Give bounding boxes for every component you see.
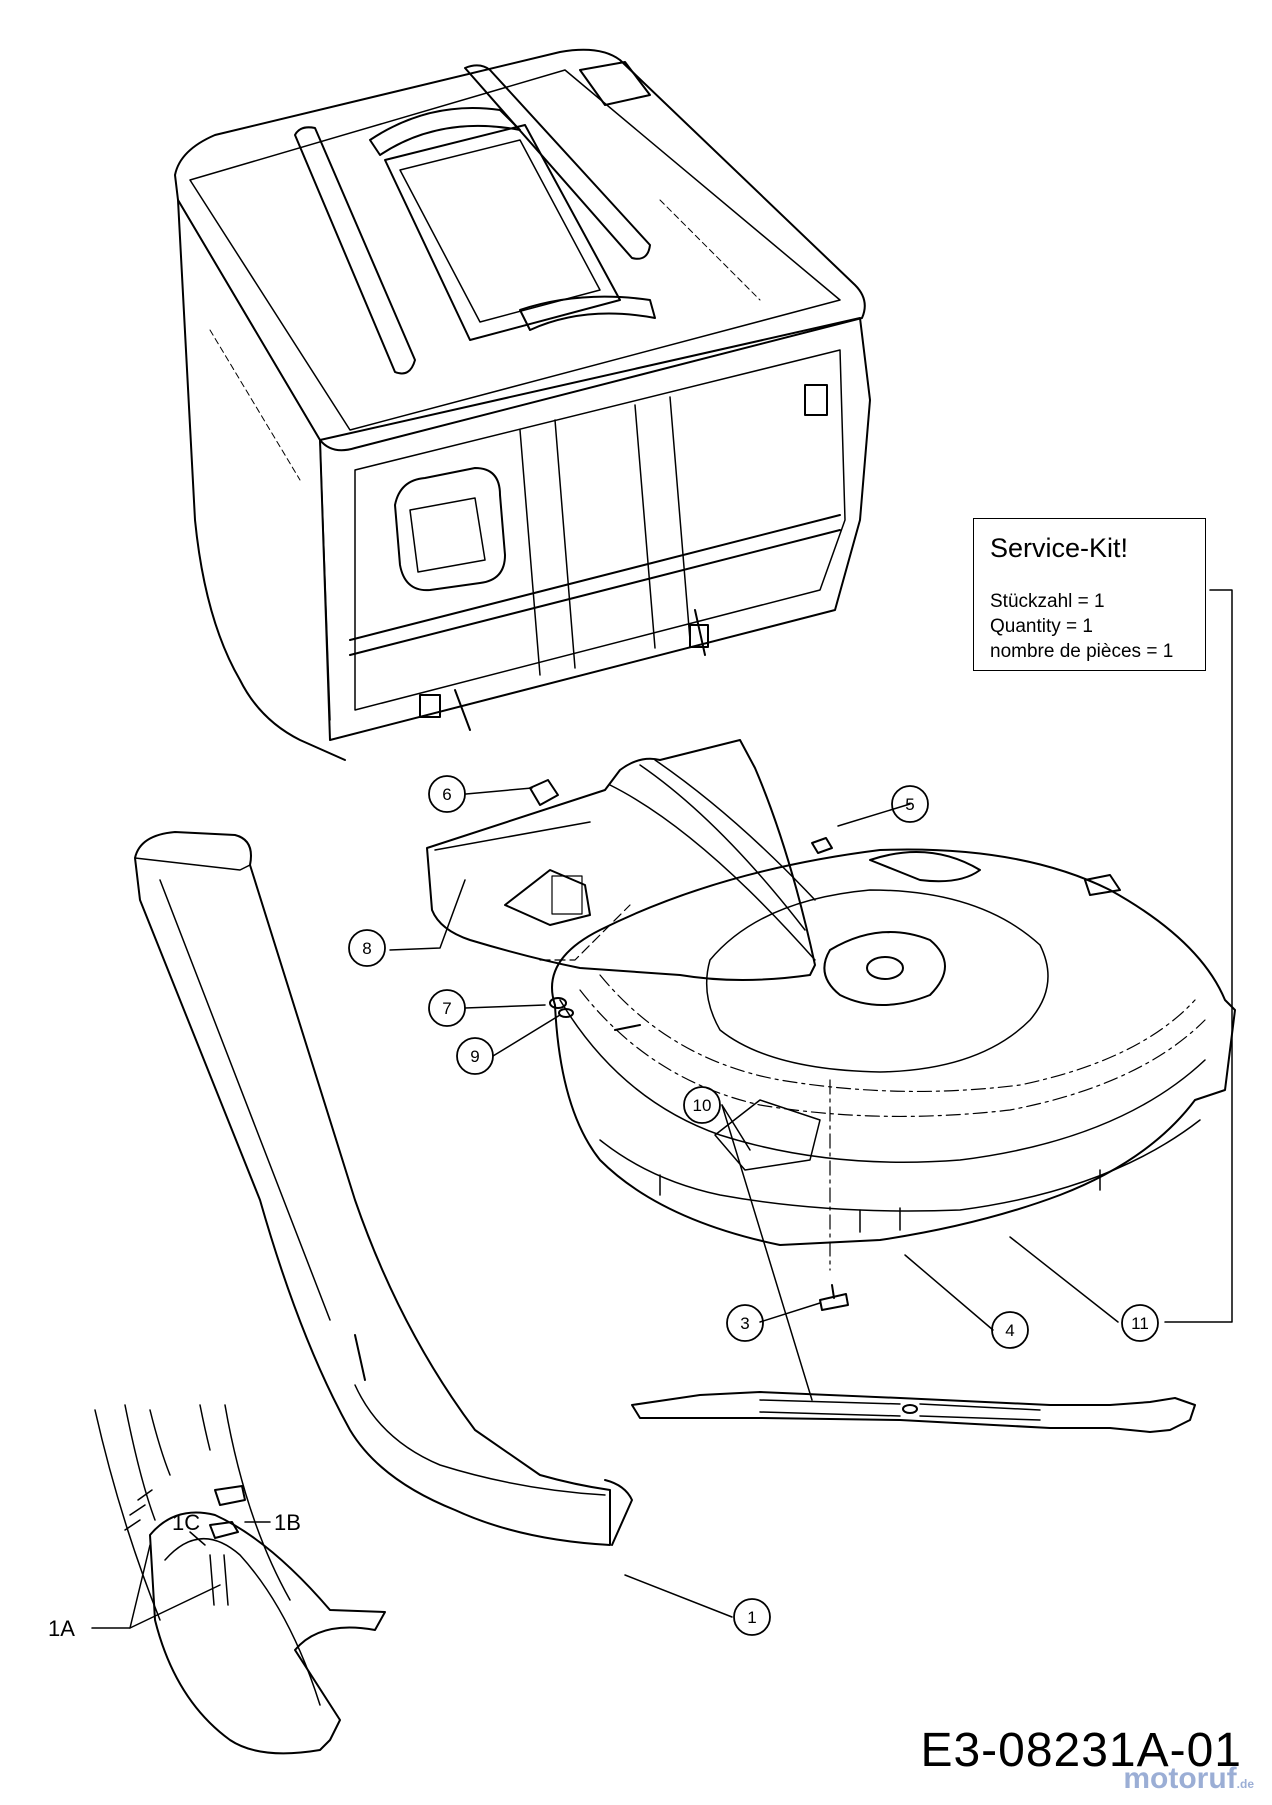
callout-10-circle <box>683 1086 721 1124</box>
fasteners <box>549 997 849 1311</box>
service-kit-quantity-en: Quantity = 1 <box>990 616 1093 637</box>
deflector-chute <box>134 831 633 1546</box>
callout-6-circle <box>428 775 466 813</box>
chute-mounting-detail <box>94 1404 386 1755</box>
service-kit-quantity-fr: nombre de pièces = 1 <box>990 641 1174 662</box>
callout-1-circle <box>733 1598 771 1636</box>
callout-8: 8 <box>362 939 371 958</box>
callout-10: 10 <box>693 1096 712 1115</box>
service-kit-title: Service-Kit! <box>990 533 1129 563</box>
leader-lines <box>91 589 1233 1629</box>
callout-9: 9 <box>470 1047 479 1066</box>
callout-11-circle <box>1121 1304 1159 1342</box>
callout-7-circle <box>428 989 466 1027</box>
callout-9-circle <box>456 1037 494 1075</box>
drawing-number: E3-08231A-01 <box>920 1724 1242 1777</box>
callout-7: 7 <box>442 999 451 1018</box>
callout-4: 4 <box>1005 1321 1014 1340</box>
callout-numbers: 1 3 4 5 6 7 8 9 10 11 <box>362 785 1149 1627</box>
mower-deck <box>539 837 1236 1271</box>
watermark-tld: .de <box>1236 1777 1254 1791</box>
detail-labels: 1A 1B 1C <box>48 1510 301 1641</box>
watermark-text: motoruf <box>1123 1762 1237 1795</box>
callout-3-circle <box>726 1304 764 1342</box>
mower-blade <box>631 1391 1196 1433</box>
callout-6: 6 <box>442 785 451 804</box>
callout-5: 5 <box>905 795 914 814</box>
detail-label-1a: 1A <box>48 1616 75 1641</box>
service-kit-box: Service-Kit! Stückzahl = 1 Quantity = 1 … <box>973 518 1206 671</box>
chute-deflector-plate <box>426 739 816 981</box>
detail-label-1c: 1C <box>172 1510 200 1535</box>
service-kit-quantity-de: Stückzahl = 1 <box>990 591 1105 612</box>
callout-4-circle <box>991 1311 1029 1349</box>
callout-11: 11 <box>1131 1314 1149 1333</box>
detail-label-1b: 1B <box>274 1510 301 1535</box>
callout-5-circle <box>891 785 929 823</box>
callout-markers <box>348 775 1159 1636</box>
watermark-logo: motoruf.de <box>1123 1762 1254 1796</box>
callout-1: 1 <box>747 1608 756 1627</box>
callout-8-circle <box>348 929 386 967</box>
callout-3: 3 <box>740 1314 749 1333</box>
grass-catcher-bag <box>174 48 871 761</box>
